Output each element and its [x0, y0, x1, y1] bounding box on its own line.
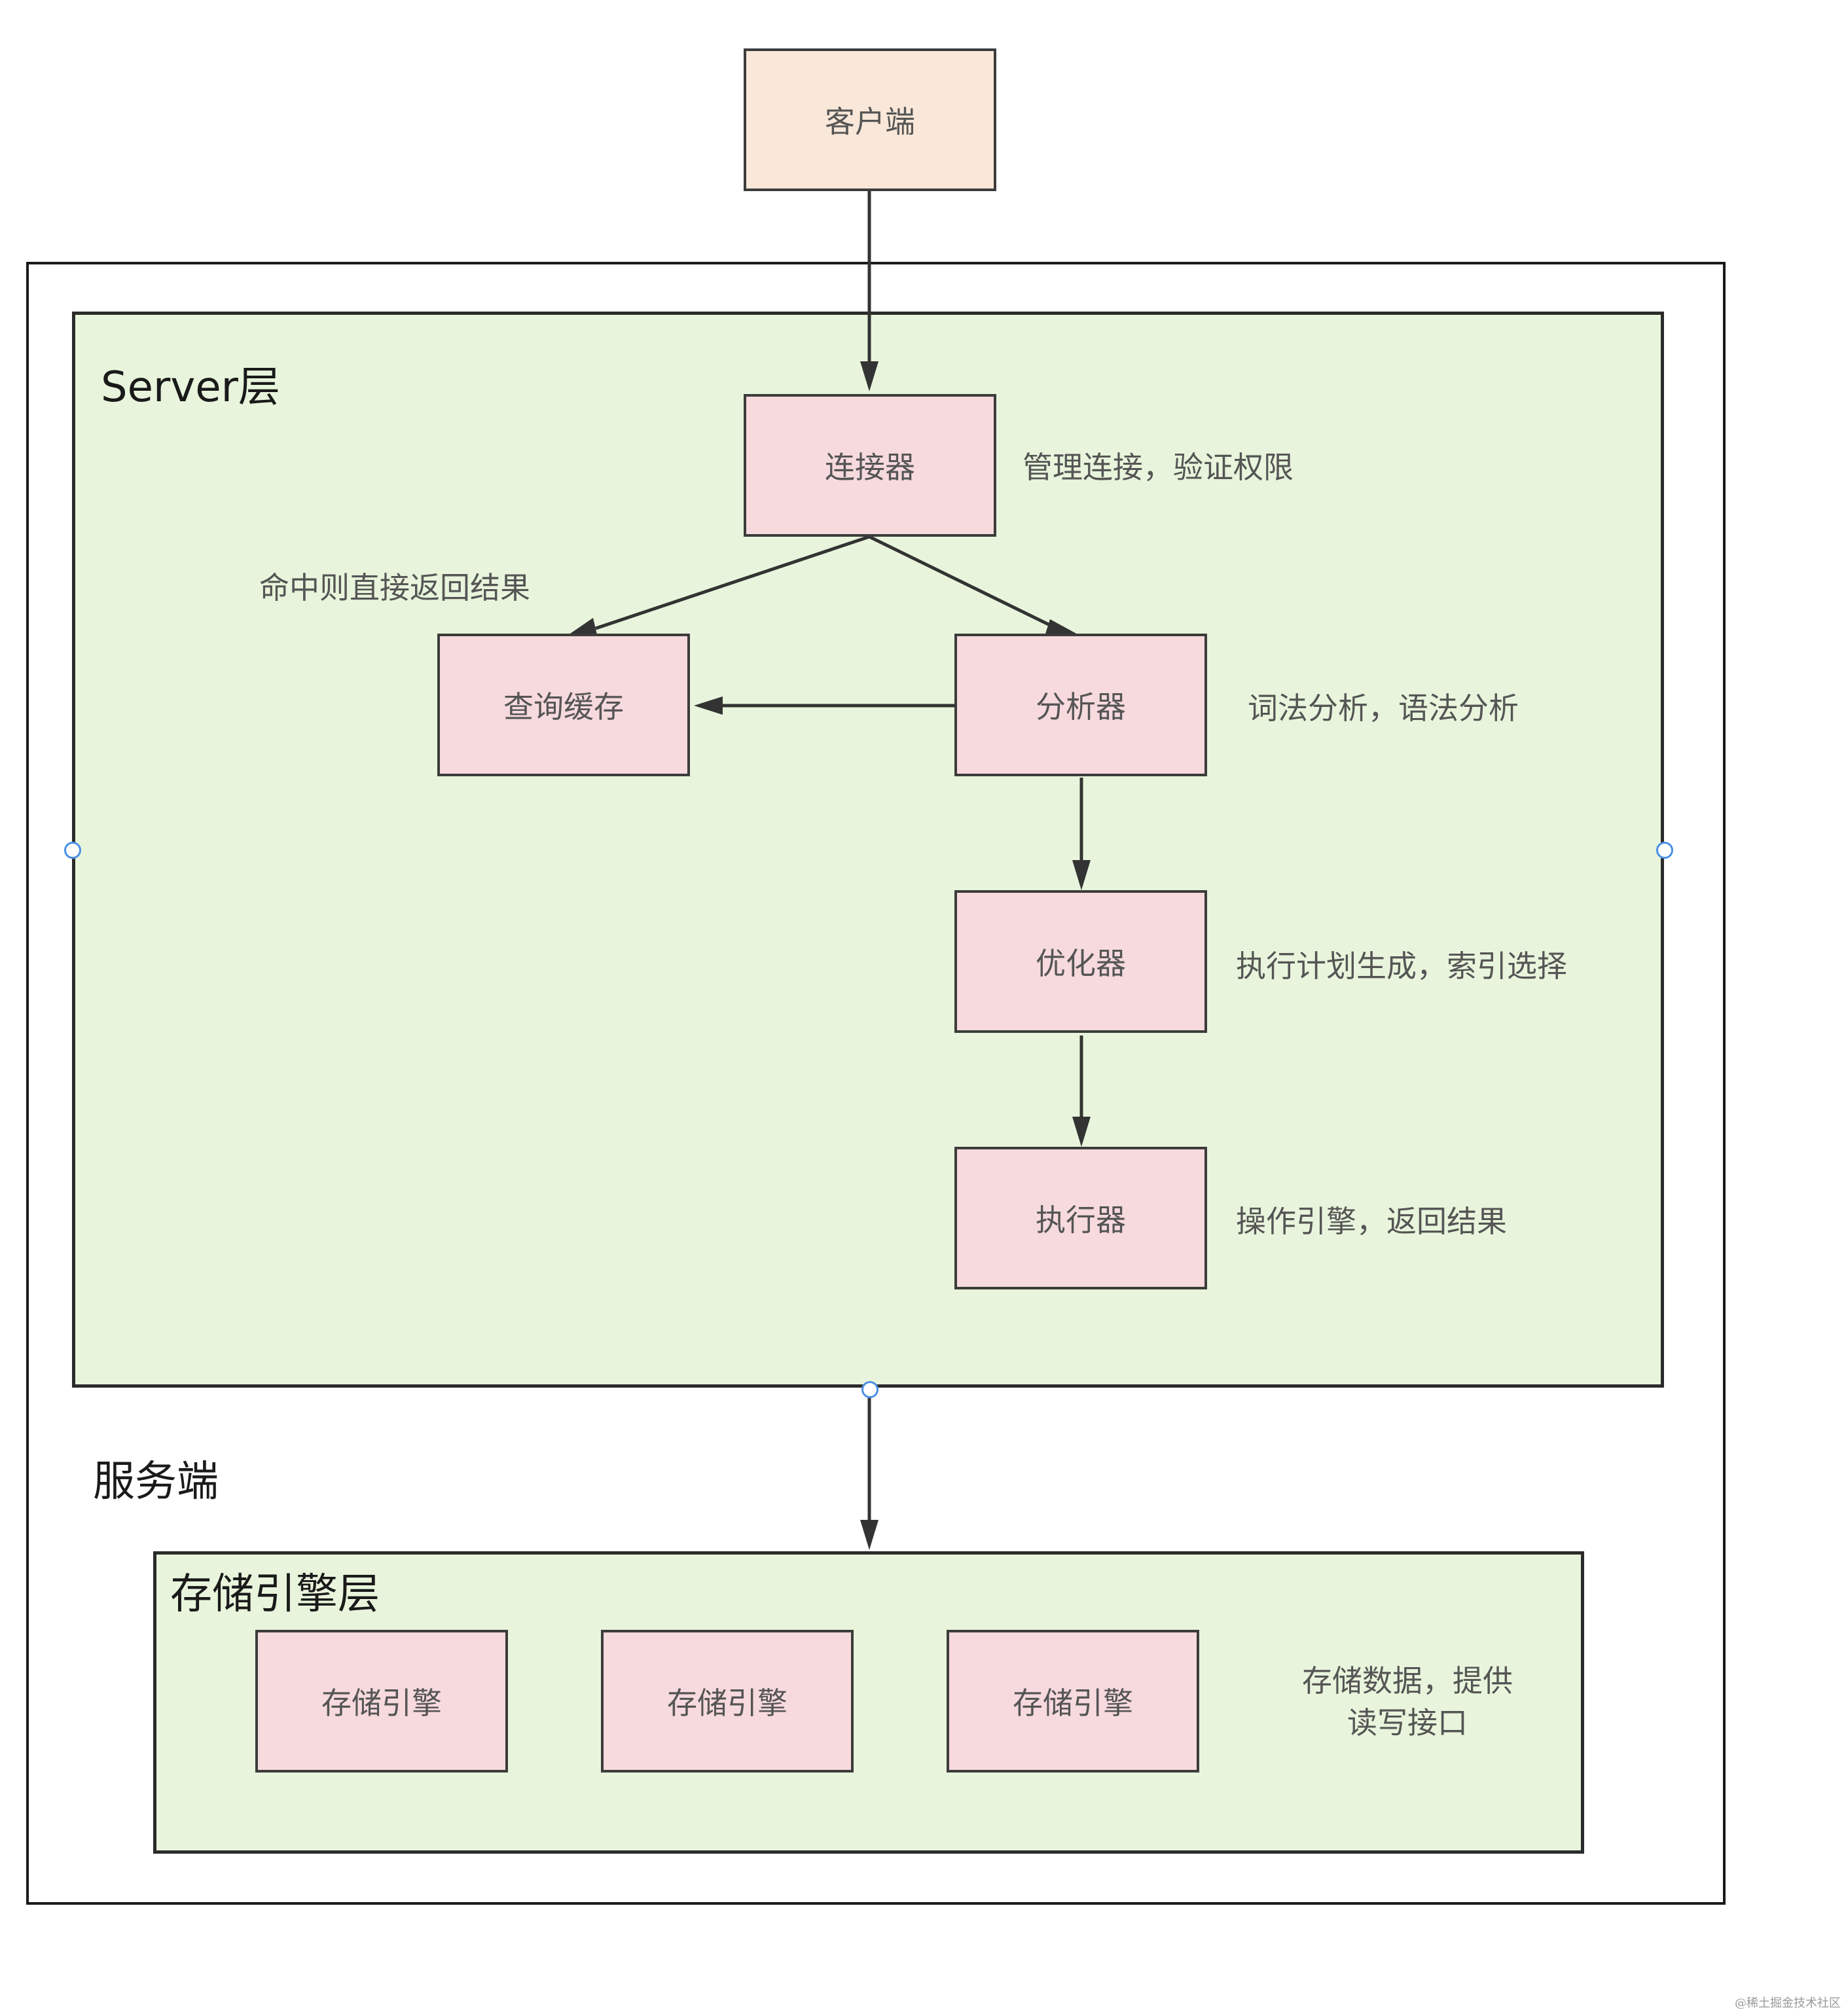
analyzer-node[interactable]: 分析器 — [954, 634, 1207, 776]
resize-handle-left[interactable] — [64, 842, 81, 859]
analyzer-note: 词法分析，语法分析 — [1248, 691, 1519, 726]
storage-engine-node-3[interactable]: 存储引擎 — [947, 1630, 1199, 1773]
storage-note: 存储数据，提供 读写接口 — [1244, 1660, 1571, 1744]
arrowhead-optimizer — [1072, 860, 1091, 890]
executor-node[interactable]: 执行器 — [954, 1147, 1207, 1289]
query-cache-node[interactable]: 查询缓存 — [437, 634, 690, 776]
cache-hit-note: 命中则直接返回结果 — [259, 570, 530, 605]
connector-node[interactable]: 连接器 — [744, 394, 996, 537]
storage-layer-title: 存储引擎层 — [170, 1570, 380, 1619]
optimizer-note: 执行计划生成，索引选择 — [1236, 948, 1567, 984]
optimizer-node[interactable]: 优化器 — [954, 890, 1207, 1033]
arrowhead-connector — [860, 361, 878, 391]
arrowhead-cache-right — [694, 696, 723, 715]
watermark: @稀土掘金技术社区 — [1735, 1996, 1841, 2010]
arrow-connector-to-analyzer — [868, 535, 1055, 629]
resize-handle-right[interactable] — [1656, 842, 1673, 859]
client-node[interactable]: 客户端 — [744, 48, 996, 191]
executor-note: 操作引擎，返回结果 — [1236, 1204, 1507, 1239]
arrowhead-storage — [860, 1520, 878, 1550]
storage-note-line-2: 读写接口 — [1347, 1705, 1468, 1740]
connector-note: 管理连接，验证权限 — [1023, 450, 1294, 485]
resize-handle-bottom[interactable] — [861, 1381, 878, 1398]
storage-engine-node-1[interactable]: 存储引擎 — [255, 1630, 508, 1773]
server-side-title: 服务端 — [93, 1458, 219, 1506]
arrowhead-executor — [1072, 1117, 1091, 1147]
storage-engine-node-2[interactable]: 存储引擎 — [601, 1630, 854, 1773]
server-layer-title: Server层 — [101, 363, 280, 412]
arrow-connector-to-cache — [595, 535, 870, 630]
storage-note-line-1: 存储数据，提供 — [1302, 1663, 1513, 1699]
